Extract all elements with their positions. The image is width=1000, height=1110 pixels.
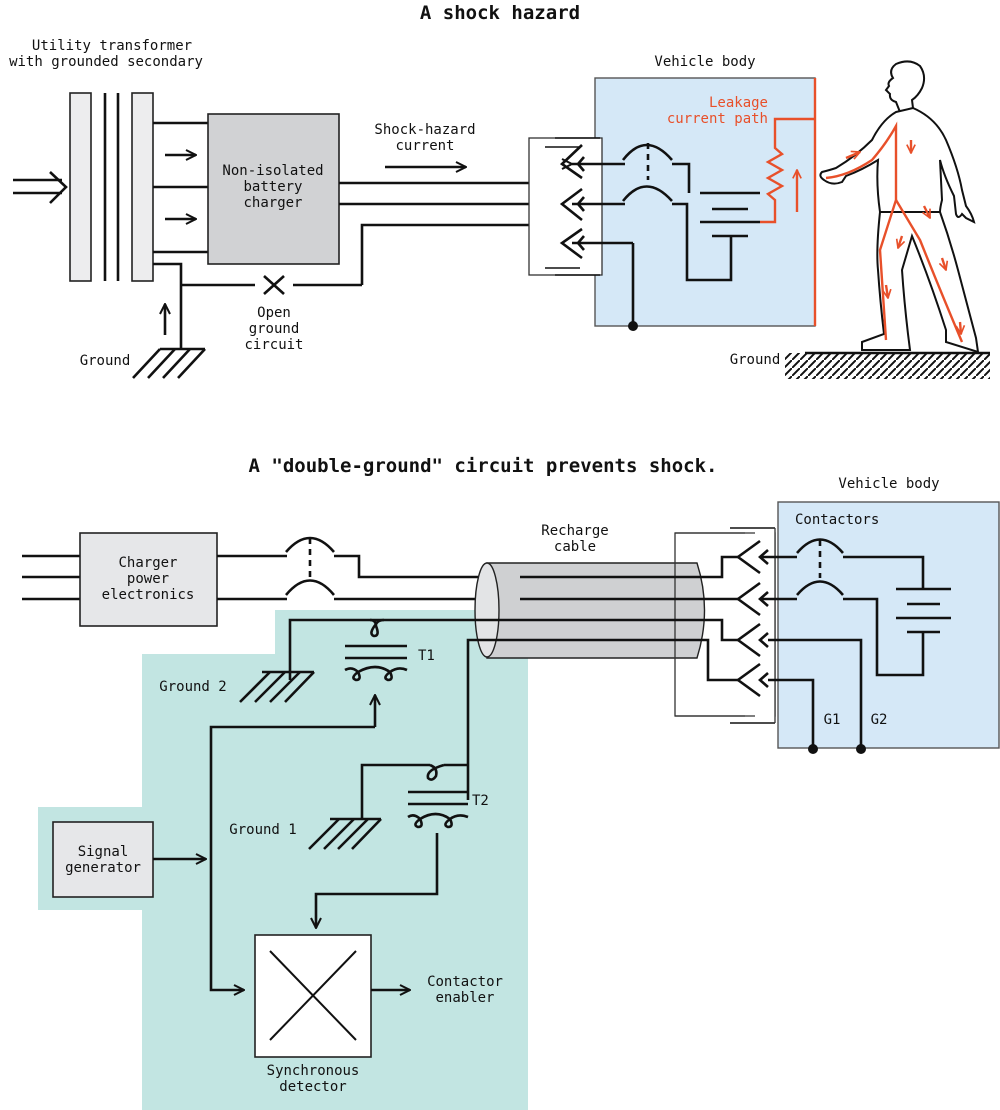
charger-label-line3: charger bbox=[243, 195, 302, 211]
person-figure-icon bbox=[819, 60, 980, 354]
charger-side-contactor bbox=[217, 536, 520, 601]
ground-label-right: Ground bbox=[730, 352, 781, 368]
ground-symbol-right-icon bbox=[785, 351, 990, 379]
panel-title-shock-hazard: A shock hazard bbox=[420, 2, 580, 24]
g1-node bbox=[808, 744, 818, 754]
charger-pe-label-line2: power bbox=[127, 571, 169, 587]
vehicle-body-label: Vehicle body bbox=[654, 54, 755, 70]
contactor-switches bbox=[621, 143, 733, 282]
ground1-symbol-icon bbox=[308, 817, 382, 850]
ground-symbol-left-icon bbox=[132, 347, 206, 379]
shock-current-label-line2: current bbox=[395, 138, 454, 154]
ground1-label: Ground 1 bbox=[229, 822, 296, 838]
ground-label-left: Ground bbox=[80, 353, 131, 369]
open-ground-label-line1: Open bbox=[257, 305, 291, 321]
leakage-current-path bbox=[760, 78, 817, 326]
vehicle-contactors bbox=[796, 538, 925, 677]
ground2-label: Ground 2 bbox=[159, 679, 226, 695]
t2-label: T2 bbox=[472, 793, 489, 809]
open-ground-label-line2: ground bbox=[249, 321, 300, 337]
shock-current-label-line1: Shock-hazard bbox=[374, 122, 475, 138]
vehicle-body-label-bottom: Vehicle body bbox=[838, 476, 939, 492]
contactors-label: Contactors bbox=[795, 512, 879, 528]
recharge-cable-label-line2: cable bbox=[554, 539, 596, 555]
battery-icon bbox=[700, 191, 760, 238]
transformer-label-line2: with grounded secondary bbox=[9, 54, 203, 70]
g2-label: G2 bbox=[871, 712, 888, 728]
contactor-enabler-label-line1: Contactor bbox=[427, 974, 503, 990]
panel-title-double-ground: A "double-ground" circuit prevents shock… bbox=[249, 455, 718, 477]
ground2-symbol-icon bbox=[239, 670, 315, 703]
charger-pe-label-line1: Charger bbox=[118, 555, 177, 571]
multiplier-x-icon bbox=[269, 950, 357, 1041]
transformer-label-line1: Utility transformer bbox=[32, 38, 192, 54]
open-circuit-x-icon bbox=[263, 275, 285, 295]
shock-hazard-panel: A shock hazard Utility transformer with … bbox=[9, 2, 990, 379]
g2-node bbox=[856, 744, 866, 754]
recharge-cable-label-line1: Recharge bbox=[541, 523, 608, 539]
vehicle-battery-icon bbox=[896, 587, 951, 634]
charge-connector bbox=[528, 137, 633, 276]
non-isolated-charger-box bbox=[207, 113, 340, 265]
double-ground-panel: A "double-ground" circuit prevents shock… bbox=[22, 455, 1000, 1110]
utility-input-arrow-icon bbox=[13, 171, 68, 204]
contactor-enabler-label-line2: enabler bbox=[435, 990, 494, 1006]
detector-label-line1: Synchronous bbox=[267, 1063, 360, 1079]
connector-pins bbox=[735, 539, 797, 698]
g1-label: G1 bbox=[824, 712, 841, 728]
signal-generator-box bbox=[52, 821, 154, 898]
transformer-t1-icon bbox=[344, 618, 408, 727]
charger-power-electronics-box bbox=[79, 532, 218, 627]
charger-label-line2: battery bbox=[243, 179, 302, 195]
leakage-label-line1: Leakage bbox=[709, 95, 768, 111]
signal-generator-label-line1: Signal bbox=[78, 844, 129, 860]
recharge-cable bbox=[474, 562, 706, 659]
utility-transformer bbox=[69, 92, 154, 282]
charger-pe-label-line3: electronics bbox=[102, 587, 195, 603]
detector-label-line2: detector bbox=[279, 1079, 346, 1095]
leakage-label-line2: current path bbox=[667, 111, 768, 127]
vehicle-body-box-bottom bbox=[777, 501, 1000, 749]
charger-label-line1: Non-isolated bbox=[222, 163, 323, 179]
t1-label: T1 bbox=[418, 648, 435, 664]
open-ground-label-line3: circuit bbox=[244, 337, 303, 353]
transformer-t2-icon bbox=[407, 763, 469, 829]
chassis-ground-node bbox=[628, 321, 638, 331]
signal-generator-label-line2: generator bbox=[65, 860, 141, 876]
